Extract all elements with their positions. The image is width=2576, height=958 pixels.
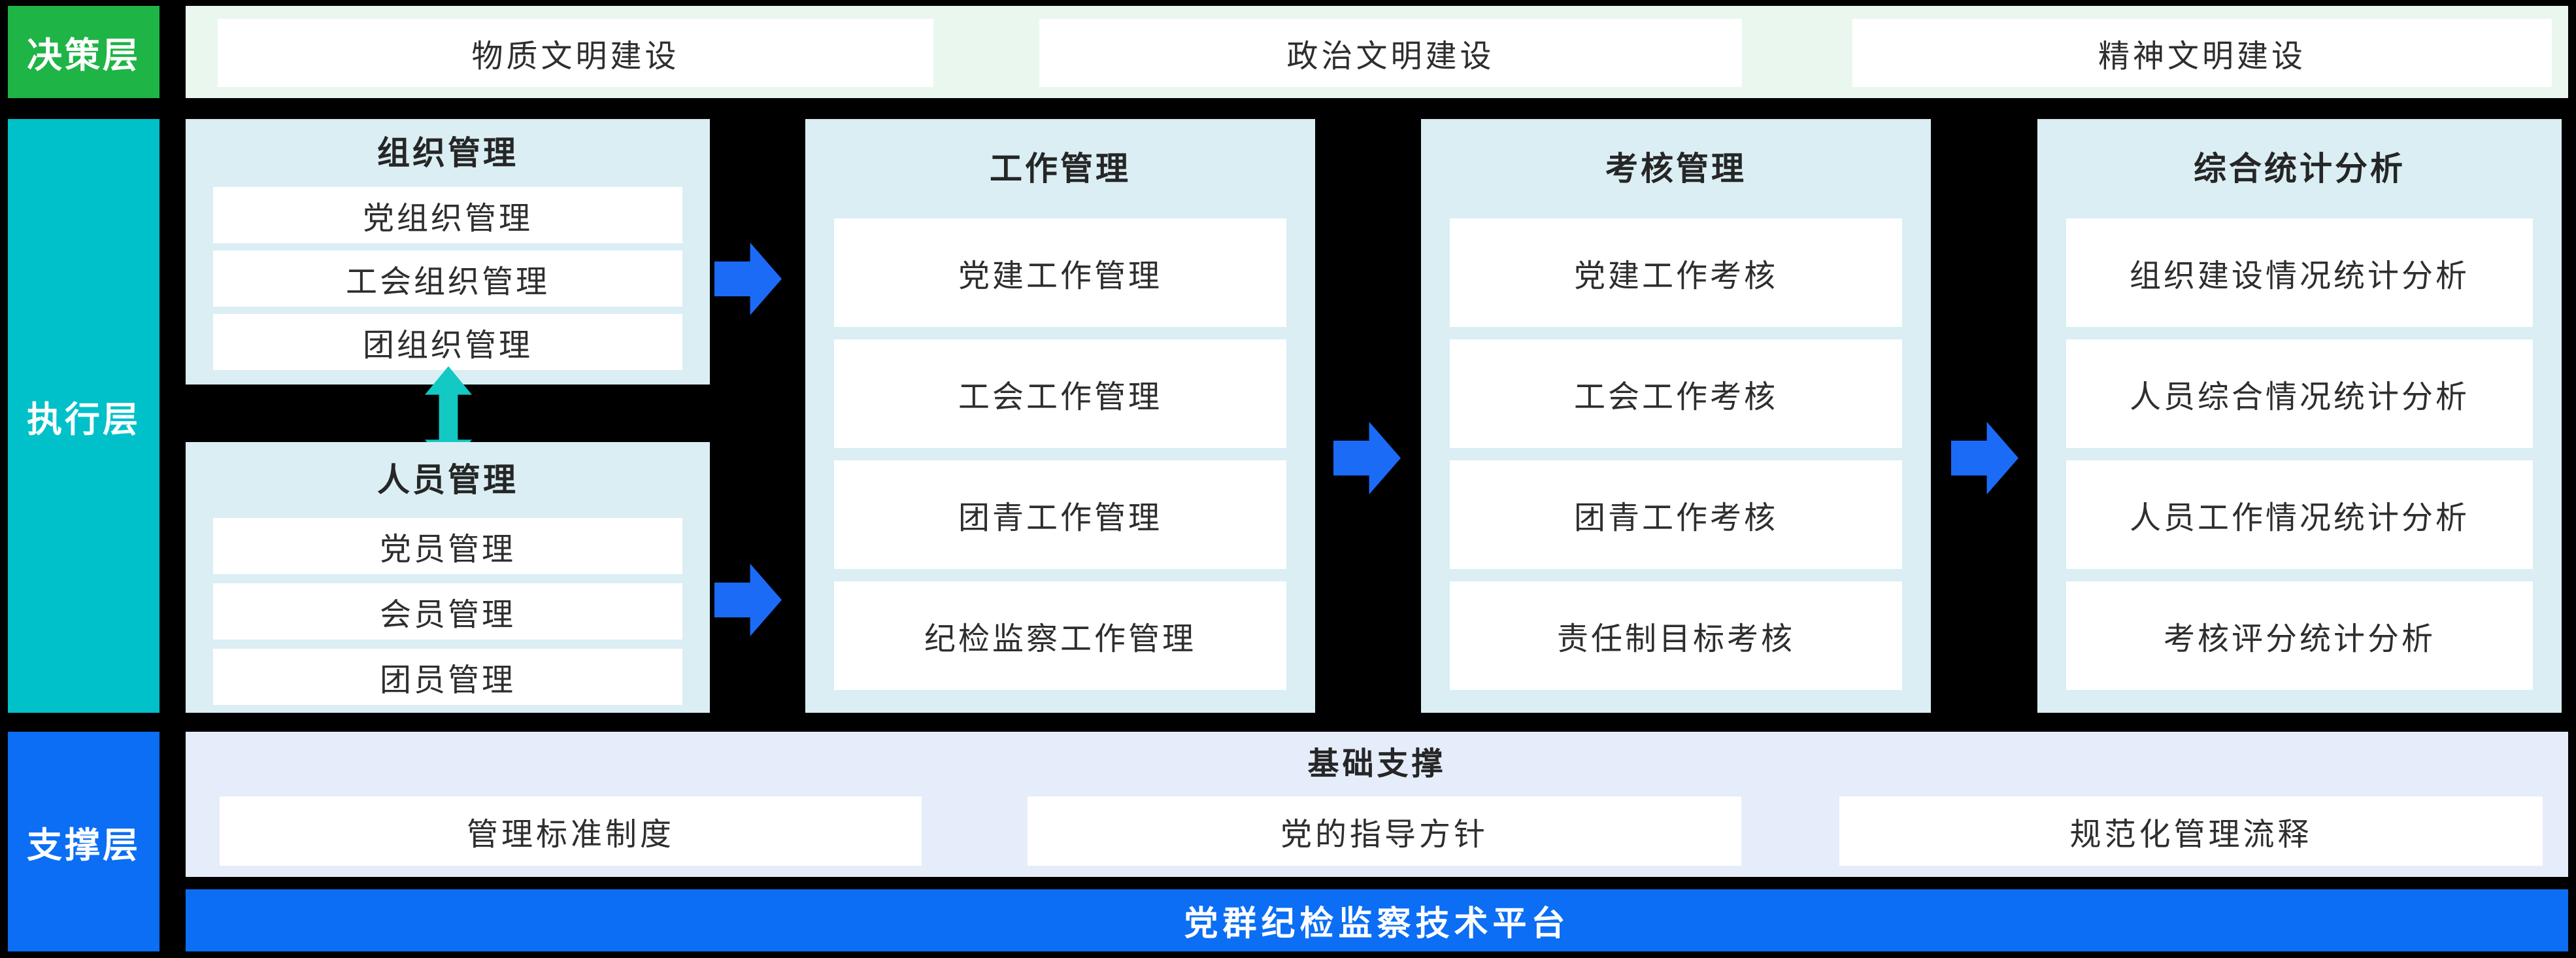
group-item: 团员管理 (213, 649, 682, 705)
group-item: 党组织管理 (213, 187, 682, 243)
support-strip: 基础支撑 管理标准制度 党的指导方针 规范化管理流释 (186, 732, 2568, 877)
group-item: 工会工作考核 (1450, 339, 1902, 448)
decision-item-spiritual-civilization: 精神文明建设 (1852, 19, 2552, 87)
group-item: 纪检监察工作管理 (834, 581, 1286, 690)
group-title: 工作管理 (990, 150, 1131, 187)
layer-label-support: 支撑层 (8, 732, 159, 951)
group-item: 工会工作管理 (834, 339, 1286, 448)
group-item: 团青工作考核 (1450, 460, 1902, 569)
group-title: 考核管理 (1605, 150, 1747, 187)
group-title: 综合统计分析 (2194, 150, 2405, 187)
layer-label-execution: 执行层 (8, 119, 159, 713)
layer-label-decision: 决策层 (8, 6, 159, 98)
group-item: 责任制目标考核 (1450, 581, 1902, 690)
group-item: 党建工作管理 (834, 218, 1286, 327)
group-personnel-management: 人员管理 党员管理 会员管理 团员管理 (186, 442, 710, 713)
platform-bar: 党群纪检监察技术平台 (186, 889, 2568, 951)
group-item: 人员综合情况统计分析 (2066, 339, 2533, 448)
group-title: 人员管理 (377, 462, 518, 498)
decision-item-material-civilization: 物质文明建设 (218, 19, 933, 87)
group-work-management: 工作管理 党建工作管理 工会工作管理 团青工作管理 纪检监察工作管理 (805, 119, 1315, 713)
group-item: 党员管理 (213, 518, 682, 574)
group-item: 组织建设情况统计分析 (2066, 218, 2533, 327)
decision-item-political-civilization: 政治文明建设 (1039, 19, 1742, 87)
group-item: 团青工作管理 (834, 460, 1286, 569)
arrow-right-icon (714, 243, 782, 315)
group-title: 组织管理 (377, 135, 518, 171)
group-item: 人员工作情况统计分析 (2066, 460, 2533, 569)
support-item-standardized-process: 规范化管理流释 (1839, 796, 2543, 866)
decision-strip: 物质文明建设 政治文明建设 精神文明建设 (186, 6, 2568, 98)
group-item: 团组织管理 (213, 314, 682, 370)
group-org-management: 组织管理 党组织管理 工会组织管理 团组织管理 (186, 119, 710, 385)
arrow-right-icon (714, 564, 782, 636)
group-item: 党建工作考核 (1450, 218, 1902, 327)
arrow-right-icon (1951, 422, 2018, 494)
arrow-right-icon (1333, 422, 1401, 494)
support-item-management-standards: 管理标准制度 (220, 796, 922, 866)
group-item: 工会组织管理 (213, 250, 682, 307)
group-item: 会员管理 (213, 583, 682, 640)
support-title: 基础支撑 (1307, 747, 1447, 781)
group-item: 考核评分统计分析 (2066, 581, 2533, 690)
group-stats-analysis: 综合统计分析 组织建设情况统计分析 人员综合情况统计分析 人员工作情况统计分析 … (2037, 119, 2562, 713)
support-item-party-guidelines: 党的指导方针 (1028, 796, 1741, 866)
group-assessment-management: 考核管理 党建工作考核 工会工作考核 团青工作考核 责任制目标考核 (1421, 119, 1931, 713)
